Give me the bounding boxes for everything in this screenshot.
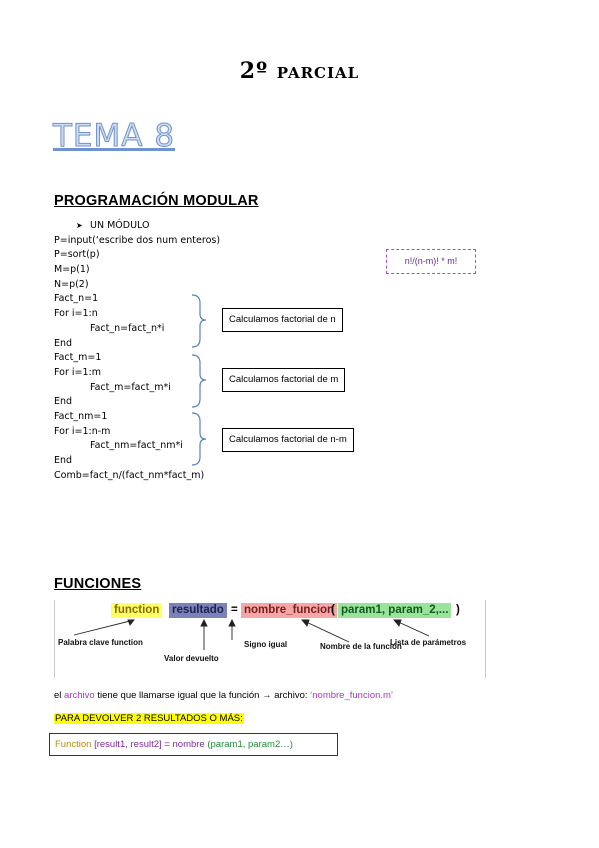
params-chip: param1, param_2,... (338, 603, 452, 618)
section-heading-modular: PROGRAMACIÓN MODULAR (54, 193, 259, 209)
annotation-factorial-m: Calculamos factorial de m (222, 368, 346, 392)
brace-n (191, 294, 207, 348)
code-block: ➤UN MÓDULO P=input(‘escribe dos num ente… (54, 219, 220, 483)
close-paren: ) (456, 604, 460, 616)
code-line: M=p(1) (54, 264, 90, 276)
archivo-filename: ‘nombre_funcion.m’ (310, 690, 394, 701)
code-line: P=sort(p) (54, 249, 100, 261)
code-line: End (54, 396, 73, 408)
code-line: N=p(2) (54, 278, 89, 290)
code-line: P=input(‘escribe dos num enteros) (54, 234, 221, 246)
code-line: For i=1:n-m (54, 425, 111, 437)
call-params: (param1, param2…) (207, 739, 293, 750)
code-line: Fact_m=1 (54, 352, 102, 364)
section-heading-funciones: FUNCIONES (54, 576, 142, 592)
brace-m (191, 354, 207, 408)
label-equals: Signo igual (244, 640, 288, 649)
annotation-factorial-nm: Calculamos factorial de n-m (222, 428, 354, 452)
code-line: End (54, 455, 73, 466)
code-line: Fact_nm=1 (54, 410, 108, 422)
name-chip: nombre_funcion (241, 603, 338, 618)
call-result: [result1, result2] (94, 739, 162, 750)
result-chip: resultado (169, 603, 227, 618)
function-syntax-diagram: function resultado = nombre_funcion ( pa… (54, 600, 486, 680)
label-params: Lista de parámetros (390, 638, 467, 647)
annotation-factorial-n: Calculamos factorial de n (222, 308, 343, 332)
archivo-note: el archivo tiene que llamarse igual que … (54, 690, 394, 701)
code-line: For i=1:n (54, 308, 98, 320)
diagram-frame (54, 600, 486, 678)
tema-heading: TEMA 8 (52, 118, 176, 155)
arrow-bullet-icon: ➤ (76, 221, 83, 230)
open-paren: ( (331, 604, 335, 616)
label-name: Nombre de la función (320, 642, 402, 651)
brace-group (191, 294, 207, 466)
keyword-chip: function (111, 603, 163, 618)
code-line: End (54, 337, 73, 349)
code-line: Fact_m=fact_m*i (90, 381, 171, 393)
highlighted-note: PARA DEVOLVER 2 RESULTADOS O MÁS: (54, 713, 244, 724)
call-keyword: Function (55, 739, 92, 750)
code-line: Fact_n=fact_n*i (90, 322, 165, 334)
formula-box: n!/(n-m)! * m! (386, 249, 476, 274)
equals-sign: = (231, 604, 238, 616)
page-title: 2º parcial (239, 58, 360, 84)
brace-nm (191, 412, 207, 466)
code-line: Fact_nm=fact_nm*i (90, 440, 183, 452)
bullet-item: ➤UN MÓDULO (54, 219, 220, 234)
multi-result-syntax-box: Function [result1, result2] = nombre (pa… (49, 733, 338, 756)
code-line: For i=1:m (54, 366, 101, 378)
diagram-arrows (73, 618, 430, 650)
code-line: Comb=fact_n/(fact_nm*fact_m) (54, 469, 205, 481)
code-line: Fact_n=1 (54, 293, 99, 305)
archivo-word: archivo (64, 690, 95, 701)
call-name: = nombre (164, 739, 205, 750)
label-result: Valor devuelto (164, 654, 219, 663)
label-keyword: Palabra clave function (58, 638, 143, 647)
